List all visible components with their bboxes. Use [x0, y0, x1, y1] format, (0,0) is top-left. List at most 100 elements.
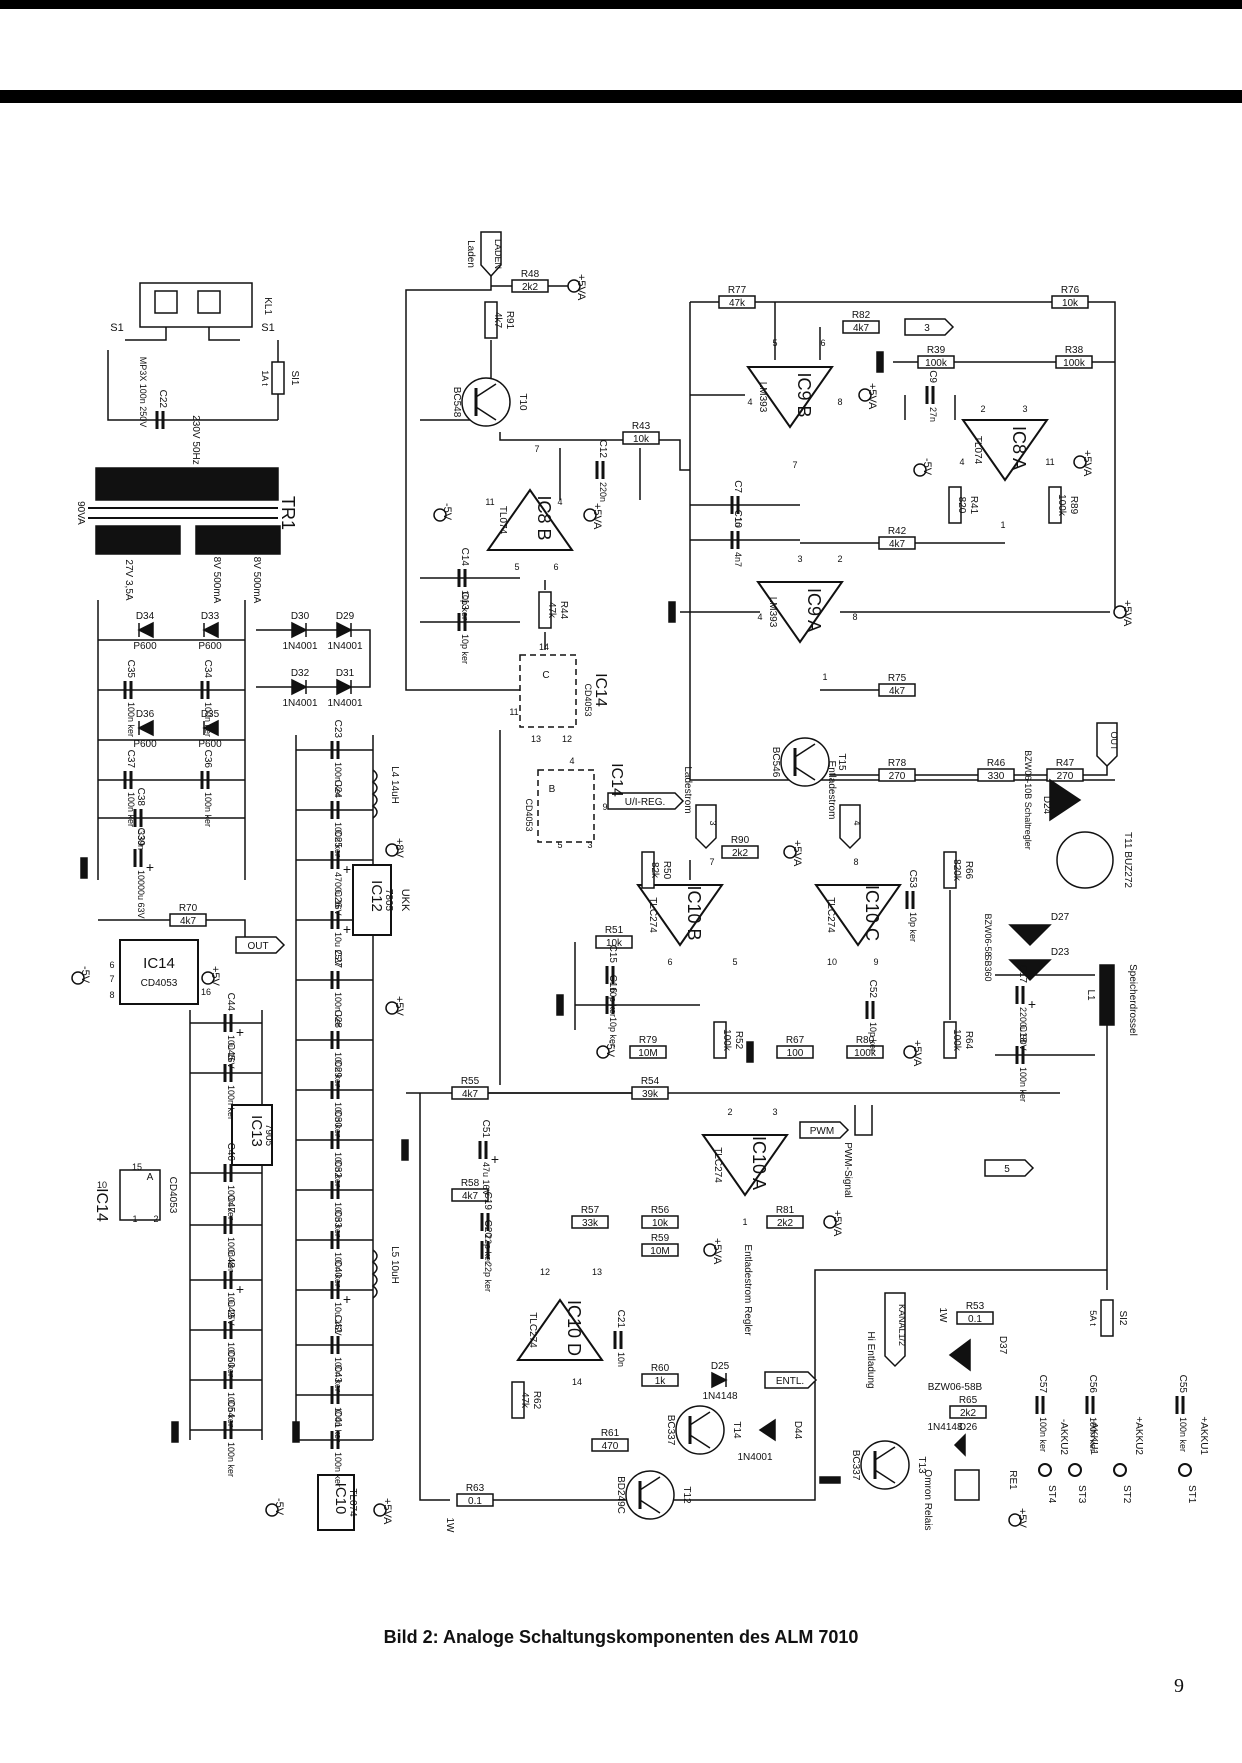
- terminal: [823, 1215, 837, 1229]
- polarity-mark: +: [343, 861, 351, 877]
- resistor-r56: [641, 1215, 679, 1229]
- wire: [206, 919, 246, 940]
- polarity-mark: +: [236, 1281, 244, 1297]
- label: 4: [569, 756, 574, 766]
- pin-number: 2: [727, 1107, 732, 1117]
- transistor-ref: T15: [836, 753, 847, 771]
- terminal-screw: [154, 290, 178, 314]
- wire: [689, 302, 1115, 781]
- capacitor-value: 100n ker: [226, 1085, 236, 1120]
- transistor-ref: T10: [517, 393, 528, 411]
- opamp-ic10-a: [701, 1134, 789, 1197]
- capacitor-value: 100n ker: [226, 1342, 236, 1377]
- opamp-ic8-a: [961, 419, 1049, 482]
- pwm-waveform: [854, 1105, 873, 1136]
- terminal: [71, 971, 85, 985]
- pin-number: 7: [709, 857, 714, 867]
- pin-number: 3: [797, 554, 802, 564]
- capacitor-value: 100n ker: [333, 822, 343, 857]
- figure-caption: Bild 2: Analoge Schaltungskomponenten de…: [383, 1627, 859, 1647]
- capacitor-value: 100n ker: [333, 1452, 343, 1487]
- resistor-ref: R60: [651, 1363, 670, 1374]
- capacitor-value: 100n ker: [333, 1202, 343, 1237]
- label: C: [542, 670, 549, 681]
- transistor-type: BC548: [451, 387, 462, 418]
- inductor-label: L4 14uH: [389, 766, 400, 804]
- capacitor-value: 4n7: [733, 552, 743, 567]
- capacitor-ref: C34: [202, 660, 213, 679]
- net-tag-label: 3: [924, 323, 930, 334]
- capacitor-ref: C55: [1177, 1375, 1188, 1394]
- transistor-lead: [794, 766, 816, 781]
- diode-d31: [336, 678, 353, 696]
- diode-type: P600: [198, 641, 222, 652]
- ic-type: TL074: [347, 1488, 358, 1517]
- resistor-r58: [451, 1188, 489, 1202]
- resistor-r54: [631, 1086, 669, 1100]
- capacitor-value: 100n ker: [333, 1252, 343, 1287]
- terminal: [1008, 1513, 1022, 1527]
- capacitor-value: 100n ker: [1088, 1417, 1098, 1452]
- transformer-secondary: [195, 525, 281, 555]
- diode-type: 1N4001: [327, 641, 362, 652]
- diode-ref: D35: [201, 709, 220, 720]
- opamp-type: TLC274: [647, 897, 658, 933]
- inductor-l1: [1099, 964, 1115, 1026]
- label: 2: [153, 1214, 158, 1224]
- opamp-ref: IC9 B: [794, 372, 814, 417]
- transistor-t10: [461, 377, 511, 427]
- resistor-value: 100k: [925, 358, 948, 369]
- resistor-r60: [641, 1373, 679, 1387]
- ic-type: 7905: [263, 1124, 274, 1147]
- resistor-ref: R76: [1061, 285, 1080, 296]
- terminal: [913, 463, 927, 477]
- label: 1N4001: [737, 1452, 772, 1463]
- transistor-ref: T14: [731, 1421, 742, 1439]
- resistor-r67: [776, 1045, 814, 1059]
- label: 3: [708, 820, 718, 825]
- capacitor-ref: C51: [480, 1120, 491, 1139]
- pin-number: 7: [792, 460, 797, 470]
- connector-st1: [1178, 1463, 1192, 1477]
- pin-number: 6: [820, 338, 825, 348]
- resistor-ref: R64: [963, 1031, 974, 1050]
- fuse-si2: [1100, 1299, 1114, 1337]
- capacitor-value: 10u 16V: [226, 1035, 236, 1069]
- transistor-type: BC546: [770, 747, 781, 778]
- ic-ic14-switch: [119, 1169, 161, 1221]
- capacitor-ref: C47: [225, 1195, 236, 1214]
- resistor-ref: R82: [852, 310, 871, 321]
- ic-ic14: [119, 939, 199, 1005]
- capacitor-ref: C45: [225, 1043, 236, 1062]
- rail-label: +5VA: [591, 503, 603, 530]
- fuse-si1: [271, 361, 285, 395]
- resistor-ref: R80: [856, 1035, 875, 1046]
- label: D27: [1051, 912, 1070, 923]
- mains-label: 230V 50Hz: [190, 415, 201, 464]
- terminal-screw: [197, 290, 221, 314]
- label: KANAL1/2: [897, 1304, 907, 1346]
- resistor-r70: [169, 913, 207, 927]
- resistor-r75: [878, 683, 916, 697]
- resistor-value: 10k: [1062, 298, 1079, 309]
- pin-number: 4: [557, 497, 562, 507]
- ic-ic12: [352, 864, 392, 936]
- capacitor-value: 100n ker: [226, 1392, 236, 1427]
- fuse-ref: SI1: [289, 370, 300, 385]
- diode-ref: D31: [336, 668, 355, 679]
- inductor-l5: [371, 1249, 378, 1299]
- resistor-value: 4k7: [492, 312, 503, 329]
- capacitor-ref: C36: [202, 750, 213, 769]
- label: D24: [1041, 796, 1052, 815]
- resistor-r57: [571, 1215, 609, 1229]
- diode-type: 1N4148: [702, 1391, 737, 1402]
- resistor-r51: [595, 935, 633, 949]
- terminal: [903, 1045, 917, 1059]
- label: 4: [852, 820, 862, 825]
- label: A: [147, 1172, 154, 1183]
- transistor-ref: T13: [916, 1456, 927, 1474]
- pin-number: 1: [742, 1217, 747, 1227]
- capacitor-ref: C27: [332, 950, 343, 969]
- terminal: [858, 388, 872, 402]
- rail-label: +5V: [209, 966, 221, 987]
